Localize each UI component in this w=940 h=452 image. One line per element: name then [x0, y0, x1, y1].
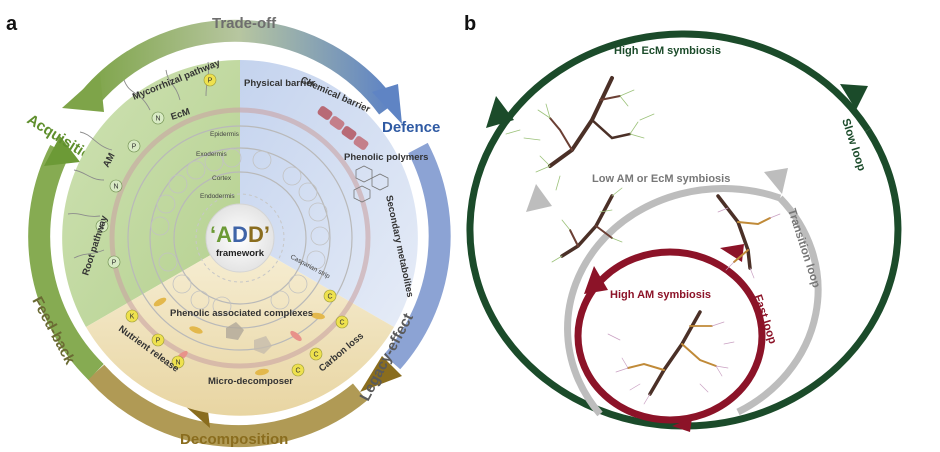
- nutrient-badge-p: P: [203, 73, 217, 87]
- svg-text:C: C: [327, 294, 332, 301]
- label-endodermis: Endodermis: [200, 193, 235, 200]
- nutrient-badge-c2: C: [335, 315, 349, 329]
- svg-text:C: C: [339, 320, 344, 327]
- root-illustration-low-left: [551, 187, 623, 263]
- svg-text:P: P: [132, 144, 137, 151]
- svg-text:N: N: [155, 116, 160, 123]
- nutrient-badge-c3: C: [309, 347, 323, 361]
- nutrient-badge-k: K: [95, 219, 109, 233]
- fast-loop-arrowhead-bottom: [672, 418, 692, 432]
- label-fast-loop: Fast loop: [751, 293, 778, 345]
- panel-b: b: [464, 13, 902, 432]
- root-illustration-low-right: [716, 194, 781, 279]
- feed-back-arc: [28, 144, 104, 380]
- phenolic-polymer-molecule: [353, 165, 389, 203]
- label-physical-barrier: Physical barrier: [244, 78, 316, 89]
- epidermis-ring: [109, 107, 371, 369]
- label-high-am: High AM symbiosis: [610, 289, 711, 301]
- add-framework-emblem: ‘ADD’ framework: [205, 203, 275, 273]
- trade-off-arc: [81, 19, 397, 115]
- svg-text:P: P: [208, 78, 213, 85]
- label-cortex: Cortex: [212, 175, 232, 182]
- panel-a: a Trade-off Acquisition Defence Feed-bac…: [6, 13, 451, 448]
- slow-loop: [466, 30, 902, 430]
- svg-text:C: C: [295, 368, 300, 375]
- slow-loop-arc: [466, 30, 871, 430]
- label-high-ecm: High EcM symbiosis: [614, 45, 721, 57]
- svg-text:P: P: [156, 338, 161, 345]
- panel-b-letter: b: [464, 13, 476, 35]
- nutrient-badge-p3: P: [107, 255, 121, 269]
- chemical-barrier-cells: [317, 106, 369, 150]
- trade-off-arrowhead: [372, 84, 402, 124]
- label-trade-off: Trade-off: [212, 15, 277, 32]
- decomposition-arc: [87, 364, 368, 448]
- label-decomposition: Decomposition: [180, 431, 288, 448]
- nutrient-badge-p4: P: [151, 333, 165, 347]
- transition-loop-arc: [564, 185, 782, 417]
- panel-a-letter: a: [6, 13, 18, 35]
- nutrient-badge-n3: N: [171, 355, 185, 369]
- nutrient-badge-n: N: [151, 111, 165, 125]
- add-subtitle: framework: [216, 248, 265, 259]
- label-low-am-ecm: Low AM or EcM symbiosis: [592, 173, 730, 185]
- fast-loop-arrowhead-right: [720, 244, 744, 262]
- svg-text:N: N: [113, 184, 118, 191]
- fast-loop-arc: [574, 248, 766, 424]
- defence-arc: [383, 142, 451, 370]
- endodermis-ring: [173, 171, 307, 305]
- svg-text:K: K: [100, 224, 105, 231]
- svg-text:N: N: [175, 360, 180, 367]
- fast-loop-arrowhead-left: [584, 266, 608, 294]
- root-illustration-am: [607, 310, 735, 405]
- nutrient-badges: P N P N K P K P N C C C C: [95, 73, 349, 377]
- inner-ring: [195, 193, 285, 283]
- label-exodermis: Exodermis: [196, 151, 227, 158]
- svg-text:C: C: [313, 352, 318, 359]
- label-phenolic-polymers: Phenolic polymers: [344, 152, 428, 163]
- transition-loop-arrowhead-right: [764, 168, 788, 194]
- label-transition-loop: Transition loop: [785, 207, 822, 289]
- svg-text:K: K: [130, 314, 135, 321]
- transition-loop: [526, 168, 822, 417]
- exodermis-ring: [127, 125, 353, 351]
- decomposition-debris: [153, 297, 325, 376]
- sector-acquisition: [62, 60, 241, 327]
- legacy-arrowhead: [360, 356, 402, 392]
- slow-loop-arrowhead-left: [486, 96, 514, 128]
- fast-loop: [574, 244, 766, 432]
- label-defence: Defence: [382, 119, 440, 136]
- label-micro-decomposer: Micro-decomposer: [208, 376, 293, 387]
- sector-defence: [240, 60, 418, 327]
- nutrient-badge-p2: P: [127, 139, 141, 153]
- nutrient-badge-c1: C: [323, 289, 337, 303]
- nutrient-badge-n2: N: [109, 179, 123, 193]
- label-epidermis: Epidermis: [210, 131, 240, 138]
- acquisition-arrowhead: [44, 136, 80, 166]
- acquisition-arrowhead-top: [62, 74, 104, 112]
- slow-loop-arrowhead-right: [840, 84, 868, 110]
- add-title: ‘ADD’: [210, 222, 270, 247]
- svg-text:P: P: [112, 260, 117, 267]
- nutrient-badge-c4: C: [291, 363, 305, 377]
- transition-loop-arrowhead-left: [526, 184, 552, 212]
- nutrient-badge-k2: K: [125, 309, 139, 323]
- inner-disc: [62, 60, 418, 416]
- outer-cycle-arrows: [28, 19, 451, 448]
- root-illustration-ecm: [505, 76, 655, 191]
- label-phenolic-complexes: Phenolic associated complexes: [170, 308, 313, 319]
- cell-texture: [150, 148, 330, 316]
